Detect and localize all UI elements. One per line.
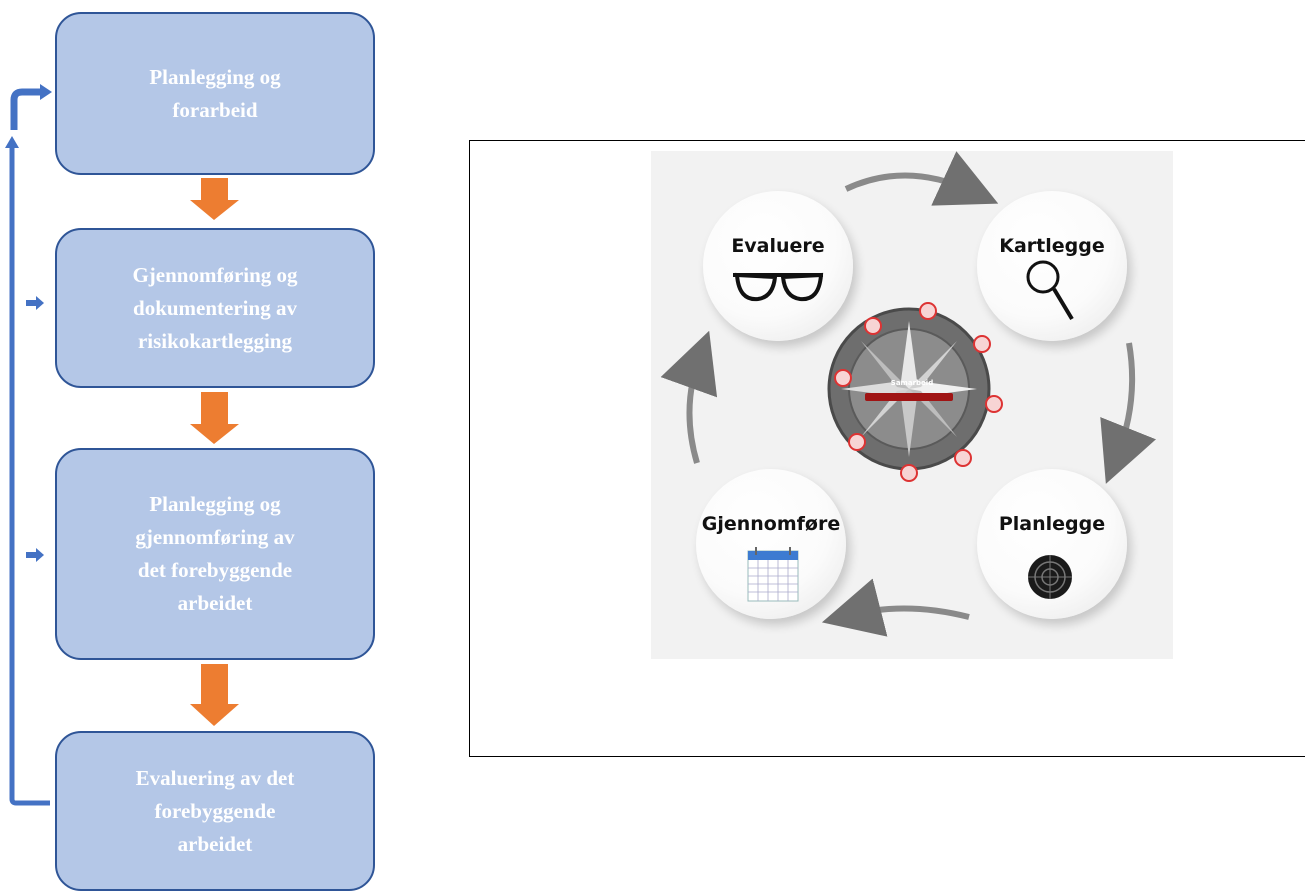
cycle-node-planlegge: Planlegge xyxy=(977,469,1127,619)
feedback-loop-line xyxy=(9,146,50,806)
flow-step-label: Evaluering av det forebyggende arbeidet xyxy=(135,765,295,856)
flow-step-label: Planlegging og forarbeid xyxy=(149,64,281,122)
down-arrow-1 xyxy=(190,178,239,220)
cycle-arrow-top xyxy=(844,151,999,206)
compass-icon xyxy=(827,302,1003,482)
cycle-node-evaluere: Evaluere xyxy=(703,191,853,341)
target-icon xyxy=(1028,555,1072,599)
node-label: Gjennomføre xyxy=(701,513,841,535)
flow-step-evaluation: Evaluering av det forebyggende arbeidet xyxy=(55,731,375,891)
cycle-arrow-bottom xyxy=(821,578,970,637)
down-arrow-2 xyxy=(190,392,239,444)
loop-to-start-arrowhead xyxy=(40,84,52,100)
cycle-node-kartlegge: Kartlegge xyxy=(977,191,1127,341)
feedback-arrow-step2 xyxy=(26,296,44,310)
down-arrow-3 xyxy=(190,664,239,726)
feedback-arrow-step3 xyxy=(26,548,44,562)
flow-step-preventive-work: Planlegging og gjennomføring av det fore… xyxy=(55,448,375,660)
cycle-arrows xyxy=(660,151,1156,637)
cycle-arrow-left xyxy=(660,330,718,464)
cycle-node-gjennomfore: Gjennomføre xyxy=(696,469,846,619)
glasses-icon xyxy=(733,272,824,302)
flow-step-label: Gjennomføring og dokumentering av risiko… xyxy=(132,262,298,353)
cycle-diagram: Samarbeid Evaluere Kartlegge Planlegge G… xyxy=(651,151,1173,659)
node-label: Planlegge xyxy=(998,513,1106,535)
node-label: Evaluere xyxy=(731,235,825,257)
loop-to-start-connector xyxy=(10,88,42,130)
node-label: Kartlegge xyxy=(999,235,1105,257)
flow-step-label: Planlegging og gjennomføring av det fore… xyxy=(135,492,295,615)
calendar-icon xyxy=(747,547,799,602)
flow-step-planning: Planlegging og forarbeid xyxy=(55,12,375,175)
flow-step-risk-mapping: Gjennomføring og dokumentering av risiko… xyxy=(55,228,375,388)
feedback-loop-arrowhead xyxy=(5,136,19,148)
magnifier-icon xyxy=(1026,260,1074,321)
cycle-image-frame xyxy=(469,140,1305,757)
center-label: Samarbeid xyxy=(890,379,934,387)
cycle-arrow-right xyxy=(1100,342,1156,484)
